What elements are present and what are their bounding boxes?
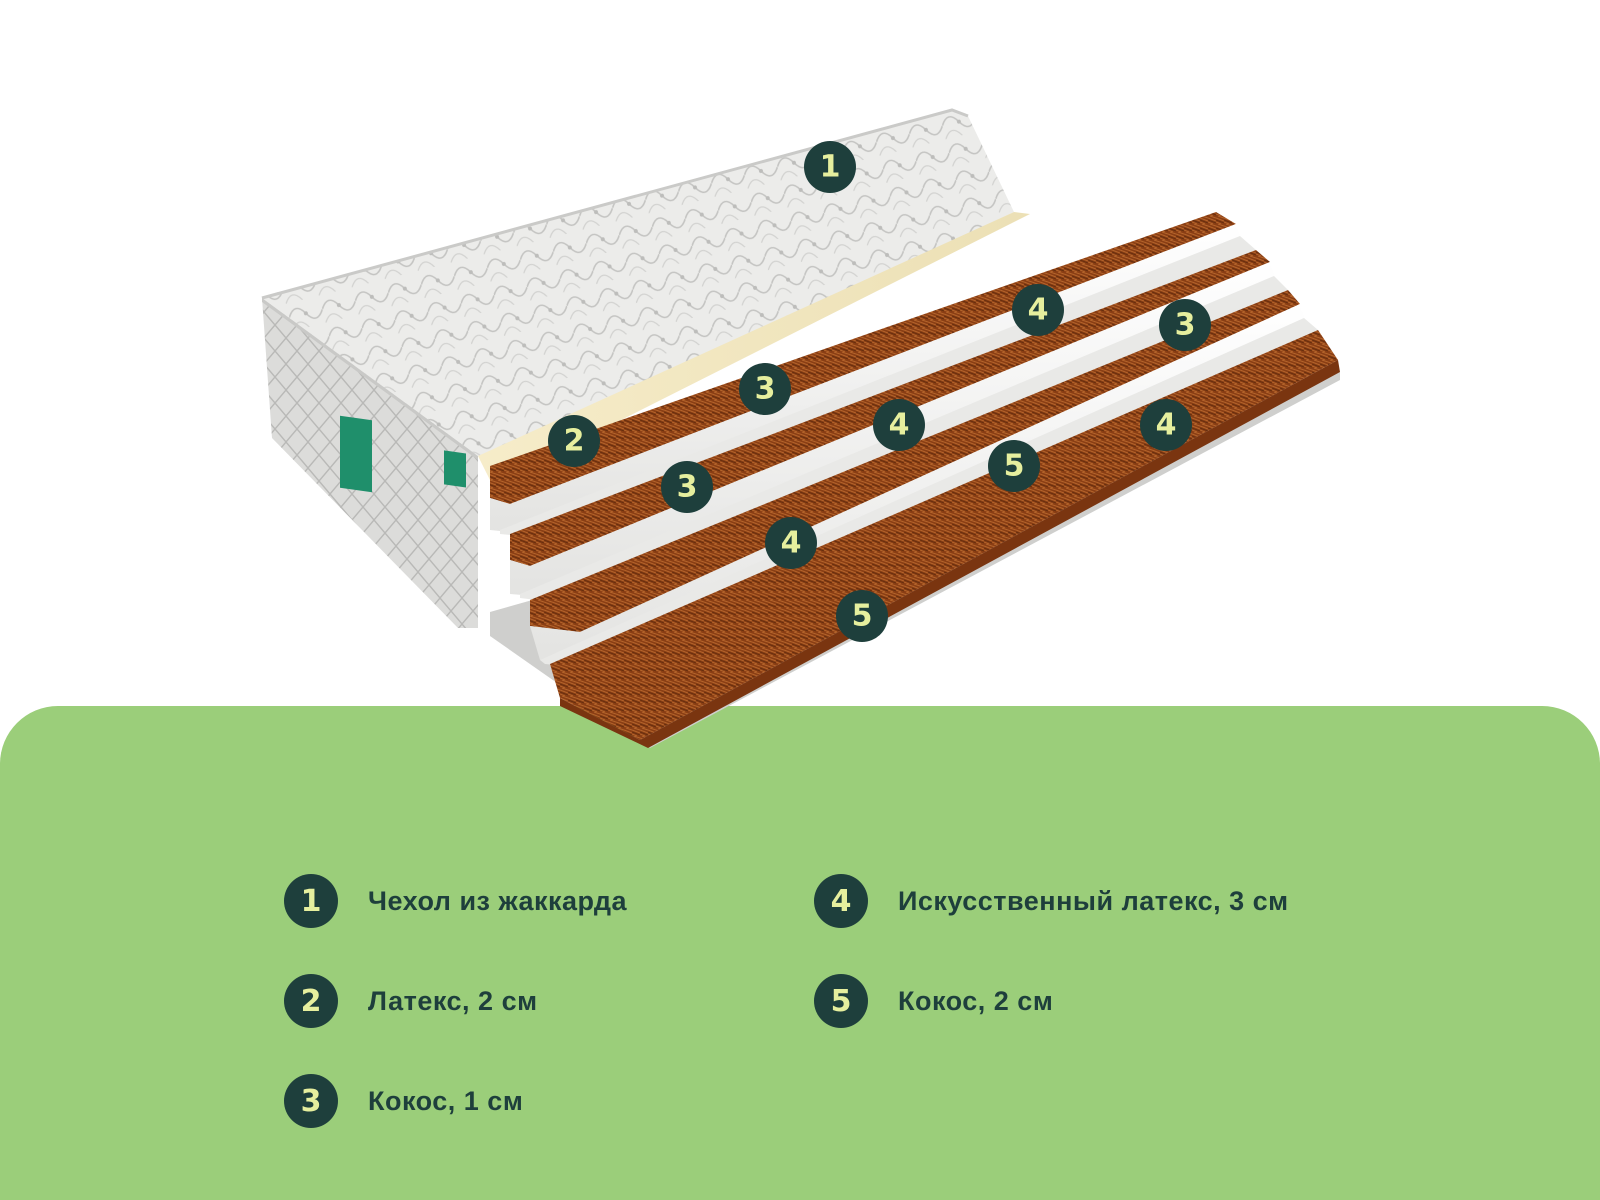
layer-marker-number: 5 [1004,449,1025,484]
layer-marker-number: 4 [1028,293,1049,328]
layer-marker-number: 3 [755,372,776,407]
layer-marker-number: 4 [781,526,802,561]
layer-marker-number: 1 [820,150,841,185]
layer-marker: 4 [873,399,925,451]
mattress-layer-illustration: 1 2 3 4 3 3 4 5 4 4 5 [261,108,1340,748]
layer-marker-number: 3 [677,470,698,505]
layer-marker-number: 3 [1175,308,1196,343]
layer-marker: 4 [1012,284,1064,336]
layer-markers: 1 2 3 4 3 3 4 5 4 4 5 [548,141,1211,642]
layer-marker: 3 [739,363,791,415]
layer-marker-number: 4 [1156,408,1177,443]
mattress-top-cover [262,110,1014,458]
layer-marker-number: 2 [564,424,585,459]
brand-tag [340,415,372,493]
layer-marker: 5 [988,440,1040,492]
layer-marker-number: 5 [852,599,873,634]
layer-marker-number: 4 [889,408,910,443]
layer-marker: 1 [804,141,856,193]
layer-marker: 4 [765,517,817,569]
layer-marker: 2 [548,415,600,467]
layer-marker: 5 [836,590,888,642]
legend-panel [0,706,1600,1200]
layer-marker: 4 [1140,399,1192,451]
layer-marker: 3 [661,461,713,513]
latex-layer [478,212,1030,480]
brand-tag-small [444,450,466,488]
layer-marker: 3 [1159,299,1211,351]
